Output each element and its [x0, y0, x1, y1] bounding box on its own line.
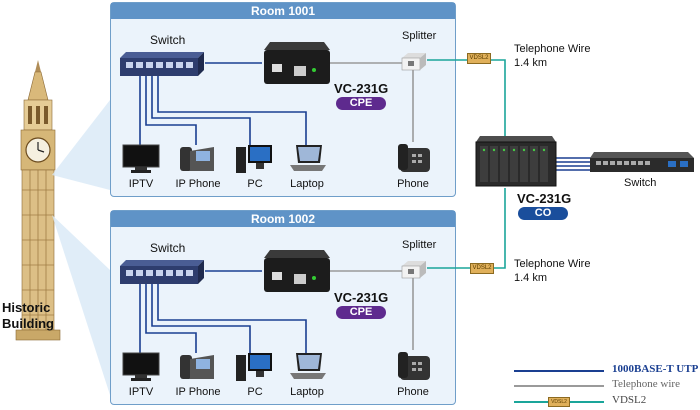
pc-icon [236, 145, 272, 173]
cpe-model-label: VC-231G [334, 81, 389, 96]
switch-icon [120, 52, 204, 76]
tv-icon [122, 144, 160, 173]
endpoint-label-ip-phone: IP Phone [175, 386, 221, 398]
tv-icon [122, 352, 160, 381]
co-role-badge: CO [518, 207, 568, 220]
core-switch-icon [590, 152, 694, 172]
vdsl2-tag: VDSL2 [470, 263, 494, 274]
legend-line-utp [514, 370, 604, 372]
endpoint-label-laptop: Laptop [290, 178, 324, 190]
switch-label: Switch [150, 241, 186, 255]
legend-vdsl2-tag-text: VDSL2 [551, 399, 567, 405]
legend-line-telephone [514, 385, 604, 387]
pc-icon [236, 353, 272, 381]
endpoint-label-pc: PC [247, 386, 263, 398]
telephone-wire-label: Telephone Wire [514, 43, 591, 55]
phone-icon [398, 352, 430, 380]
switch-icon [120, 260, 204, 284]
endpoint-label-phone: Phone [397, 178, 429, 190]
legend-vdsl2-tag: VDSL2 [548, 397, 570, 407]
cpe-role-badge: CPE [336, 97, 386, 110]
endpoint-label-phone: Phone [397, 386, 429, 398]
vdsl2-tag-text: VDSL2 [472, 265, 492, 271]
ip-phone-icon [180, 355, 214, 379]
vdsl2-tag-text: VDSL2 [469, 55, 489, 61]
laptop-icon [290, 353, 326, 379]
vc231g-cpe-device-icon [264, 42, 330, 84]
legend-label-vdsl2: VDSL2 [612, 394, 647, 406]
switch-label: Switch [150, 33, 186, 47]
splitter-icon [401, 261, 426, 279]
co-model-label: VC-231G [517, 191, 572, 206]
building-label-line1: Historic [2, 300, 51, 315]
endpoint-label-ip-phone: IP Phone [175, 178, 221, 190]
endpoint-label-laptop: Laptop [290, 386, 324, 398]
telephone-wire-label: Telephone Wire [514, 258, 591, 270]
room-title: Room 1002 [111, 211, 455, 227]
building-label-line2: Building [2, 316, 54, 331]
legend-label-telephone: Telephone wire [612, 378, 680, 390]
co-chassis-icon [475, 136, 557, 187]
legend-label-utp: 1000BASE-T UTP [612, 363, 699, 375]
core-switch-label: Switch [624, 177, 657, 189]
vdsl2-tag: VDSL2 [467, 53, 491, 64]
endpoint-label-iptv: IPTV [128, 178, 154, 190]
telephone-wire-length: 1.4 km [514, 272, 548, 284]
endpoint-label-pc: PC [247, 178, 263, 190]
cpe-model-label: VC-231G [334, 290, 389, 305]
telephone-wire-length: 1.4 km [514, 57, 548, 69]
splitter-label: Splitter [402, 30, 437, 42]
ip-phone-icon [180, 147, 214, 171]
splitter-icon [401, 53, 426, 71]
cpe-role-badge: CPE [336, 306, 386, 319]
room-1001-panel: Room 1001 [110, 2, 456, 197]
laptop-icon [290, 145, 326, 171]
endpoint-label-iptv: IPTV [128, 386, 154, 398]
clock-tower-icon [15, 60, 61, 341]
room-title: Room 1001 [111, 3, 455, 19]
splitter-label: Splitter [402, 239, 437, 251]
phone-icon [398, 144, 430, 172]
vc231g-cpe-device-icon [264, 250, 330, 292]
